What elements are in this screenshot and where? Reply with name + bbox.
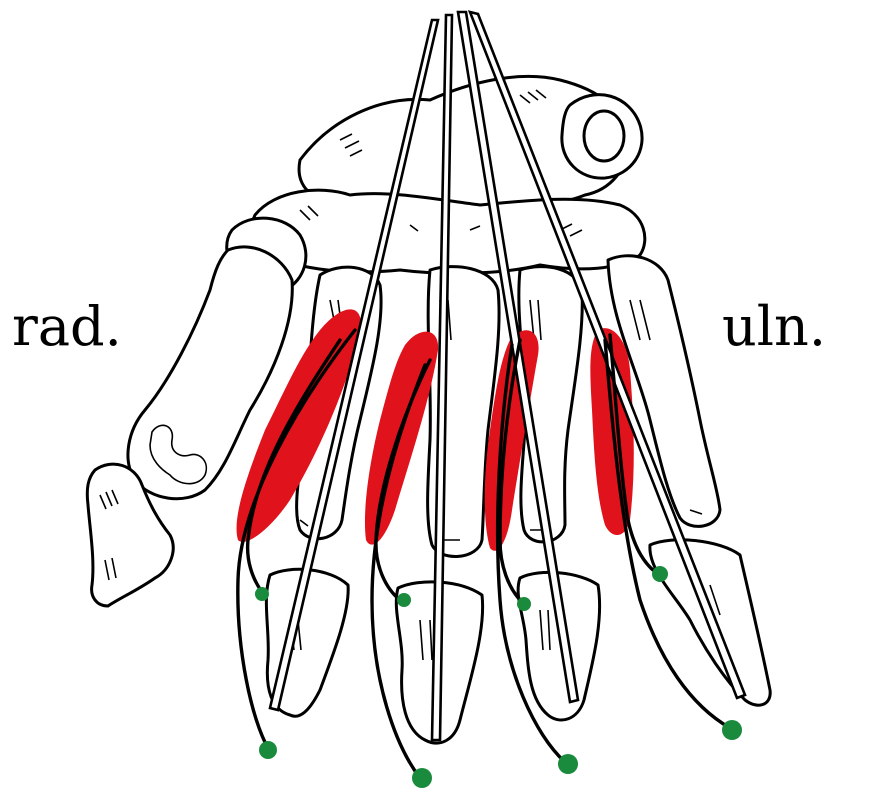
insertion-dot-ring-proximal xyxy=(517,597,531,611)
insertion-dot-little-proximal xyxy=(652,566,668,582)
phalanx-hatching xyxy=(290,585,720,660)
insertion-dot-little-distal xyxy=(722,720,742,740)
insertion-dot-index-proximal xyxy=(255,587,269,601)
insertion-dot-ring-distal xyxy=(558,754,578,774)
insertion-dot-index-distal xyxy=(259,741,277,759)
insertion-dot-middle-proximal xyxy=(397,593,411,607)
radial-side-label: rad. xyxy=(12,300,122,354)
carpal-bones xyxy=(227,76,645,292)
ulnar-side-label: uln. xyxy=(722,300,826,354)
pisiform-ring xyxy=(584,111,624,161)
insertion-dot-middle-distal xyxy=(412,768,432,788)
